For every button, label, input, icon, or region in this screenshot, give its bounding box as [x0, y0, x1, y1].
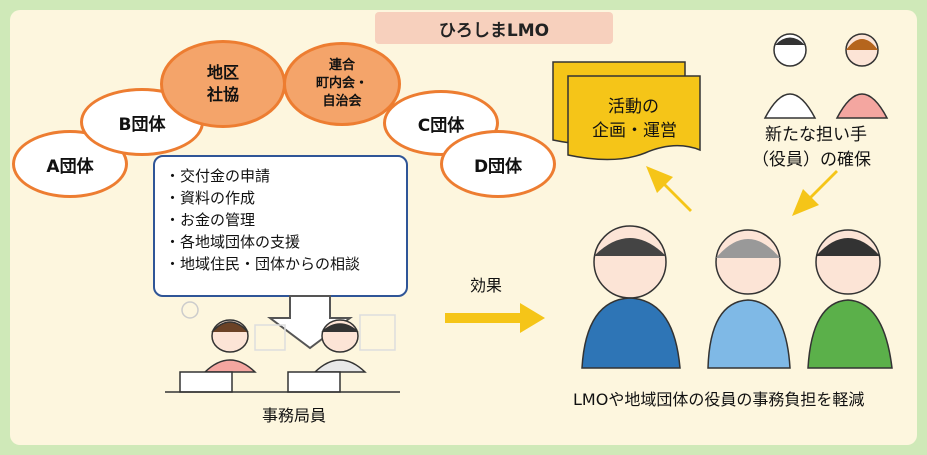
down-left-arrow-icon [792, 170, 838, 216]
staff-man-figure [287, 319, 367, 393]
clock-icon [181, 301, 199, 319]
group-d-oval: D団体 [440, 130, 556, 198]
tasks-box: ・交付金の申請 ・資料の作成 ・お金の管理 ・各地域団体の支援 ・地域住民・団体… [153, 155, 408, 297]
group-c-label: C団体 [417, 115, 465, 136]
task-item: ・お金の管理 [165, 211, 256, 229]
officer-man-green-figure [807, 229, 893, 369]
cabinet-icon [254, 324, 286, 351]
effect-arrow-icon [445, 303, 545, 333]
new-person-man-figure [763, 33, 817, 119]
result-label: LMOや地域団体の役員の事務負担を軽減 [573, 390, 865, 409]
chiku-line-1: 地区 [206, 63, 239, 82]
staff-label: 事務局員 [262, 406, 327, 425]
chiku-line-2: 社協 [206, 85, 239, 104]
activity-line-2: 企画・運営 [592, 121, 677, 141]
task-item: ・資料の作成 [165, 189, 256, 207]
rengo-line-3: 自治会 [322, 94, 362, 109]
up-left-arrow-icon [646, 166, 692, 212]
rengo-oval: 連合 町内会・ 自治会 [283, 42, 401, 126]
officer-man-blue-figure [581, 225, 681, 369]
lmo-title: ひろしまLMO [375, 12, 613, 44]
activity-line-1: 活動の [608, 97, 659, 117]
shelf-icon [359, 314, 396, 351]
document-stack-icon [552, 61, 701, 161]
group-a-label: A団体 [46, 156, 94, 177]
task-item: ・各地域団体の支援 [165, 233, 301, 251]
task-item: ・地域住民・団体からの相談 [165, 255, 361, 273]
officer-woman-figure [707, 229, 791, 369]
effect-label: 効果 [470, 276, 503, 295]
group-b-label: B団体 [118, 114, 166, 135]
rengo-line-2: 町内会・ [315, 76, 368, 91]
task-item: ・交付金の申請 [165, 167, 271, 185]
new-person-woman-figure [835, 33, 889, 119]
new-people-line-2: （役員）の確保 [752, 150, 871, 170]
new-people-line-1: 新たな担い手 [765, 125, 867, 145]
staff-woman-figure [179, 319, 257, 393]
group-d-label: D団体 [473, 156, 523, 177]
rengo-line-1: 連合 [328, 58, 355, 73]
